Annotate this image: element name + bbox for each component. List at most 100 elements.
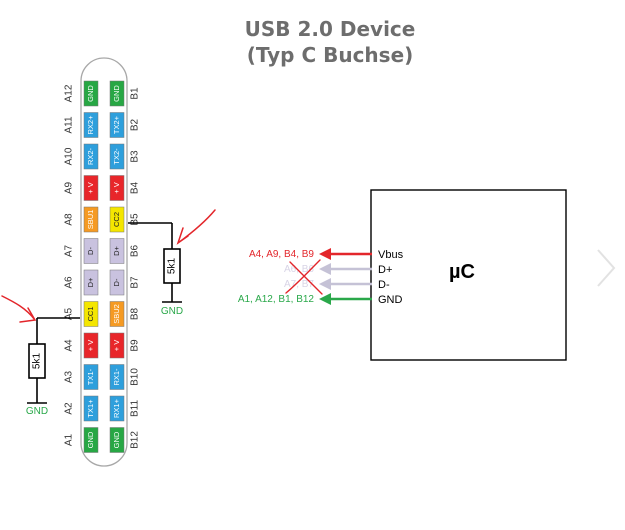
a-side-pin-6 (83, 238, 99, 264)
vbus-pin-list: A4, A9, B4, B9 (249, 249, 314, 260)
b-side-pin-7 (109, 269, 125, 296)
a-side-pin-2 (83, 112, 99, 138)
mcu-pin-dminus: D- (378, 279, 390, 291)
vbus-connection: A4, A9, B4, B9 (249, 248, 372, 260)
a-side-contact-label: A7 (64, 244, 75, 257)
a-side-pin-label: RX2+ (86, 115, 95, 135)
mcu-pin-vbus: Vbus (378, 249, 404, 261)
b-side-contact-label: B6 (130, 244, 141, 257)
a-side-contact-label: A10 (64, 147, 75, 165)
mcu-pin-gnd: GND (378, 294, 403, 306)
mcu-pin-dplus: D+ (378, 264, 392, 276)
a-side-pin-label: TX1- (86, 368, 95, 385)
b-side-pin-12 (109, 427, 125, 453)
right-resistor-gnd-label: GND (161, 306, 183, 317)
b-side-pin-4 (109, 175, 125, 201)
cross-out-mark (285, 259, 323, 295)
a-side-pin-3 (83, 143, 99, 170)
title-line-1: USB 2.0 Device (244, 17, 416, 41)
b-side-pin-label: RX1+ (112, 398, 121, 418)
a-side-contact-label: A2 (64, 402, 75, 415)
chevron-right-icon (597, 249, 616, 287)
left-pulldown-resistor: 5k1 GND (26, 317, 80, 417)
b-side-pin-3 (109, 143, 125, 170)
right-pulldown-resistor: 5k1 GND (128, 222, 183, 317)
b-side-contact-label: B5 (130, 213, 141, 226)
a-side-pin-label: D- (86, 247, 95, 255)
b-side-pin-10 (109, 364, 125, 390)
a-side-pin-11 (83, 395, 99, 422)
mcu-label: µC (449, 261, 475, 283)
a-side-contact-label: A8 (64, 213, 75, 226)
a-side-pin-7 (83, 269, 99, 296)
a-side-pin-label: RX2- (86, 147, 95, 165)
b-side-contact-label: B10 (130, 368, 141, 386)
b-side-contact-label: B4 (130, 181, 141, 194)
b-side-pin-label: GND (112, 431, 121, 448)
a-side-contact-label: A4 (64, 339, 75, 352)
b-side-pin-label: CC2 (112, 212, 121, 227)
b-side-pin-8 (109, 301, 125, 327)
a-side-pin-label: GND (86, 431, 95, 448)
left-red-arrow-annotation (1, 295, 37, 323)
a-side-pin-1 (83, 80, 99, 107)
a-side-pin-label: + V (86, 340, 95, 351)
a-side-pin-12 (83, 427, 99, 453)
a-side-contact-label: A12 (64, 84, 75, 102)
b-side-pin-label: + V (112, 340, 121, 351)
b-side-pin-label: D+ (112, 245, 121, 255)
a-side-contact-label: A1 (64, 433, 75, 446)
a-side-pin-5 (83, 206, 99, 233)
b-side-pin-label: TX2+ (112, 115, 121, 134)
b-side-pin-2 (109, 112, 125, 138)
b-side-contact-label: B1 (130, 87, 141, 100)
left-resistor-gnd-label: GND (26, 406, 48, 417)
a-side-contact-label: A3 (64, 370, 75, 383)
b-side-pin-label: D- (112, 278, 121, 286)
a-side-pin-label: CC1 (86, 306, 95, 321)
gnd-connection: A1, A12, B1, B12 (238, 293, 372, 305)
dplus-connection: A6, B6 (284, 263, 372, 275)
b-side-contact-label: B2 (130, 118, 141, 131)
a-side-pin-label: GND (86, 85, 95, 102)
gnd-pin-list: A1, A12, B1, B12 (238, 294, 315, 305)
a-side-pin-label: D+ (86, 277, 95, 287)
b-side-contact-label: B9 (130, 339, 141, 352)
b-side-pin-5 (109, 206, 125, 233)
b-side-contact-label: B8 (130, 307, 141, 320)
b-side-contact-label: B3 (130, 150, 141, 163)
a-side-pin-label: TX1+ (86, 399, 95, 418)
a-side-pin-label: + V (86, 182, 95, 193)
title-line-2: (Typ C Buchse) (246, 43, 414, 67)
a-side-pin-label: SBU1 (86, 210, 95, 230)
b-side-pin-label: RX1- (112, 368, 121, 386)
a-side-contact-label: A11 (64, 116, 75, 133)
a-side-pin-9 (83, 332, 99, 359)
b-side-pin-label: GND (112, 85, 121, 102)
b-side-pin-1 (109, 80, 125, 107)
b-side-contact-label: B7 (130, 276, 141, 289)
b-side-pin-11 (109, 395, 125, 422)
right-resistor-value: 5k1 (167, 258, 178, 275)
b-side-pin-label: TX2- (112, 148, 121, 165)
b-side-pin-label: SBU2 (112, 304, 121, 324)
mcu-box (370, 189, 567, 361)
b-side-pin-label: + V (112, 182, 121, 193)
a-side-contact-label: A6 (64, 276, 75, 289)
right-red-arrow-annotation (176, 209, 216, 245)
dminus-connection: A7, B7 (284, 278, 372, 290)
a-side-contact-label: A5 (64, 307, 75, 320)
dminus-pin-list: A7, B7 (284, 279, 314, 290)
b-side-pin-6 (109, 238, 125, 264)
b-side-contact-label: B12 (130, 431, 141, 449)
dplus-pin-list: A6, B6 (284, 264, 314, 275)
a-side-pin-10 (83, 364, 99, 390)
b-side-pin-9 (109, 332, 125, 359)
a-side-pin-8 (83, 301, 99, 327)
